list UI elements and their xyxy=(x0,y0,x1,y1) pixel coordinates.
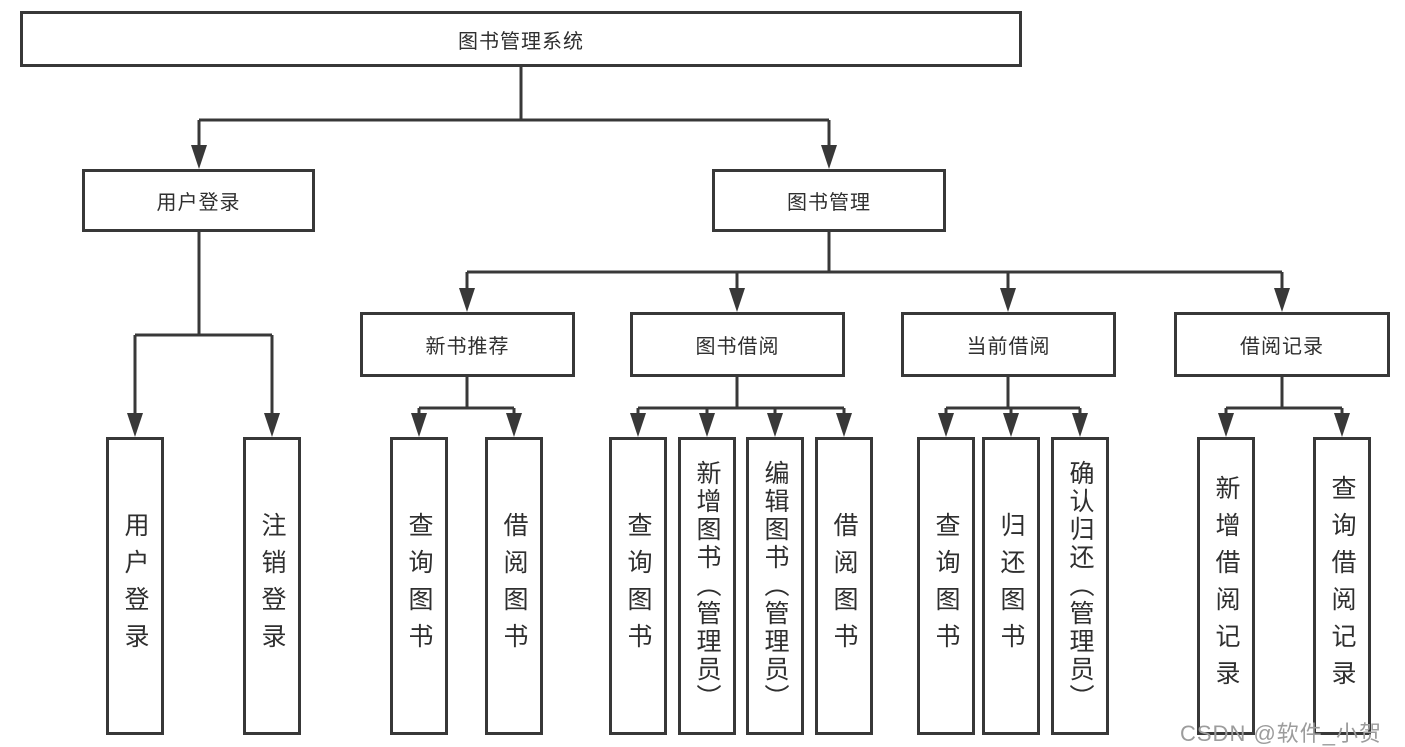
node-current-borrow: 当前借阅 xyxy=(901,312,1116,377)
leaf-return-book: 归还图书 xyxy=(982,437,1040,735)
arrowhead xyxy=(506,413,522,437)
arrowhead xyxy=(1003,413,1019,437)
arrowhead xyxy=(1072,413,1088,437)
csdn-watermark: CSDN @软件_小贺同学 xyxy=(1180,721,1383,746)
leaf-query-books-current: 查询图书 xyxy=(917,437,975,735)
node-book-borrow: 图书借阅 xyxy=(630,312,845,377)
arrowhead xyxy=(1334,413,1350,437)
arrowhead xyxy=(264,413,280,437)
node-user-login: 用户登录 xyxy=(82,169,315,232)
arrowhead xyxy=(1274,288,1290,312)
leaf-query-borrow-record: 查询借阅记录 xyxy=(1313,437,1371,735)
arrowhead xyxy=(191,145,207,169)
arrowhead xyxy=(459,288,475,312)
leaf-borrow-books-recommend: 借阅图书 xyxy=(485,437,543,735)
leaf-edit-book-admin: 编辑图书（管理员） xyxy=(746,437,804,735)
arrowhead xyxy=(1000,288,1016,312)
leaf-add-book-admin: 新增图书（管理员） xyxy=(678,437,736,735)
leaf-logout: 注销登录 xyxy=(243,437,301,735)
leaf-borrow-books: 借阅图书 xyxy=(815,437,873,735)
leaf-add-borrow-record: 新增借阅记录 xyxy=(1197,437,1255,735)
arrowhead xyxy=(821,145,837,169)
arrowhead xyxy=(699,413,715,437)
arrowhead xyxy=(127,413,143,437)
arrowhead xyxy=(836,413,852,437)
node-new-book-recommend: 新书推荐 xyxy=(360,312,575,377)
node-borrow-records: 借阅记录 xyxy=(1174,312,1390,377)
leaf-query-books-recommend: 查询图书 xyxy=(390,437,448,735)
leaf-query-books-borrow: 查询图书 xyxy=(609,437,667,735)
arrowhead xyxy=(938,413,954,437)
arrowhead xyxy=(1218,413,1234,437)
leaf-user-login: 用户登录 xyxy=(106,437,164,735)
arrowhead xyxy=(411,413,427,437)
node-root-system: 图书管理系统 xyxy=(20,11,1022,67)
leaf-confirm-return-admin: 确认归还（管理员） xyxy=(1051,437,1109,735)
arrowhead xyxy=(729,288,745,312)
node-book-management: 图书管理 xyxy=(712,169,946,232)
arrowhead xyxy=(767,413,783,437)
arrowhead xyxy=(630,413,646,437)
